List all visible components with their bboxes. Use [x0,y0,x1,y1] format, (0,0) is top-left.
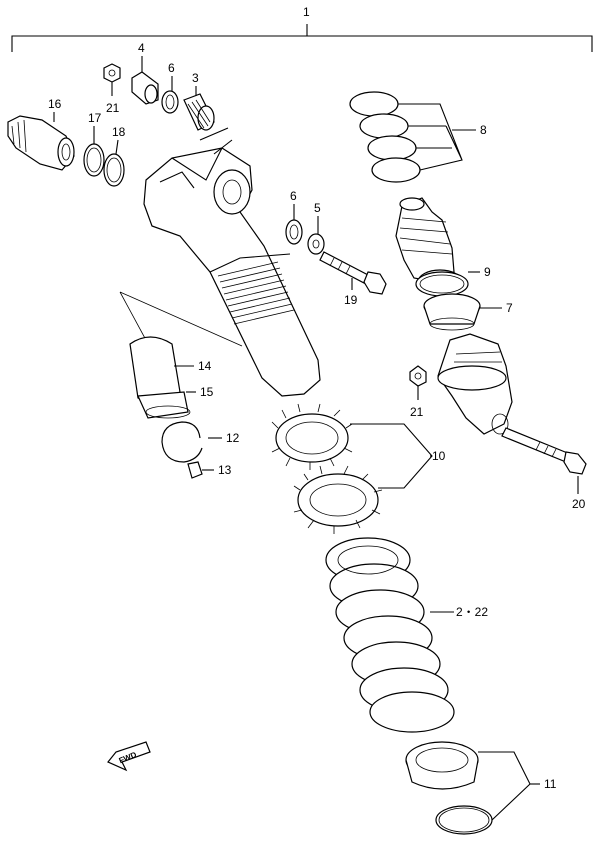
assembly-bracket: 1 [11,5,593,52]
callout-18: 18 [112,125,126,139]
part-2-22-spring: 2・22 [325,537,488,733]
part-6-ring-top: 6 [161,61,179,114]
callout-5: 5 [314,201,321,215]
callout-20: 20 [572,497,586,511]
callout-1: 1 [303,5,310,19]
callout-21-top: 21 [106,101,120,115]
fwd-arrow-icon: FWD [107,741,151,772]
callout-17: 17 [88,111,102,125]
callout-6-mid: 6 [290,189,297,203]
callout-21-right: 21 [410,405,424,419]
part-14-bladder: 14 [129,336,212,403]
callout-11: 11 [544,777,557,791]
body-thread-lines [217,261,295,325]
part-21-nut-top: 21 [103,63,121,115]
part-4-collar: 4 [131,41,159,105]
callout-2-22: 2・22 [456,605,488,619]
part-11-guide-ring: 11 [405,741,557,835]
callout-7: 7 [506,301,513,315]
part-15-cap: 15 [137,385,214,419]
part-21-nut-right: 21 [409,365,427,419]
callout-12: 12 [226,431,240,445]
shock-body [143,127,321,397]
part-12-circlip: 12 [161,421,240,463]
part-3-bearing: 3 [183,71,215,131]
part-10-lock-nuts: 10 [271,403,446,534]
callout-9: 9 [484,265,491,279]
callout-15: 15 [200,385,214,399]
part-20-bolt: 20 [501,427,587,511]
part-18-ring: 18 [103,125,126,187]
callout-8: 8 [480,123,487,137]
callout-16: 16 [48,97,62,111]
callout-13: 13 [218,463,232,477]
part-19-bolt: 19 [319,251,387,307]
part-16-fitting: 16 [7,97,75,171]
part-8-shims: 8 [349,91,487,183]
callout-4: 4 [138,41,145,55]
callout-14: 14 [198,359,212,373]
callout-10: 10 [432,449,446,463]
part-6-ring-mid: 6 [285,189,303,245]
callout-3: 3 [192,71,199,85]
part-17-o-ring: 17 [83,111,105,177]
part-13-plug: 13 [187,461,232,479]
callout-19: 19 [344,293,358,307]
part-5-washer: 5 [307,201,325,255]
callout-6-top: 6 [168,61,175,75]
lower-clevis [437,333,513,435]
part-7-seat: 7 [423,293,513,331]
